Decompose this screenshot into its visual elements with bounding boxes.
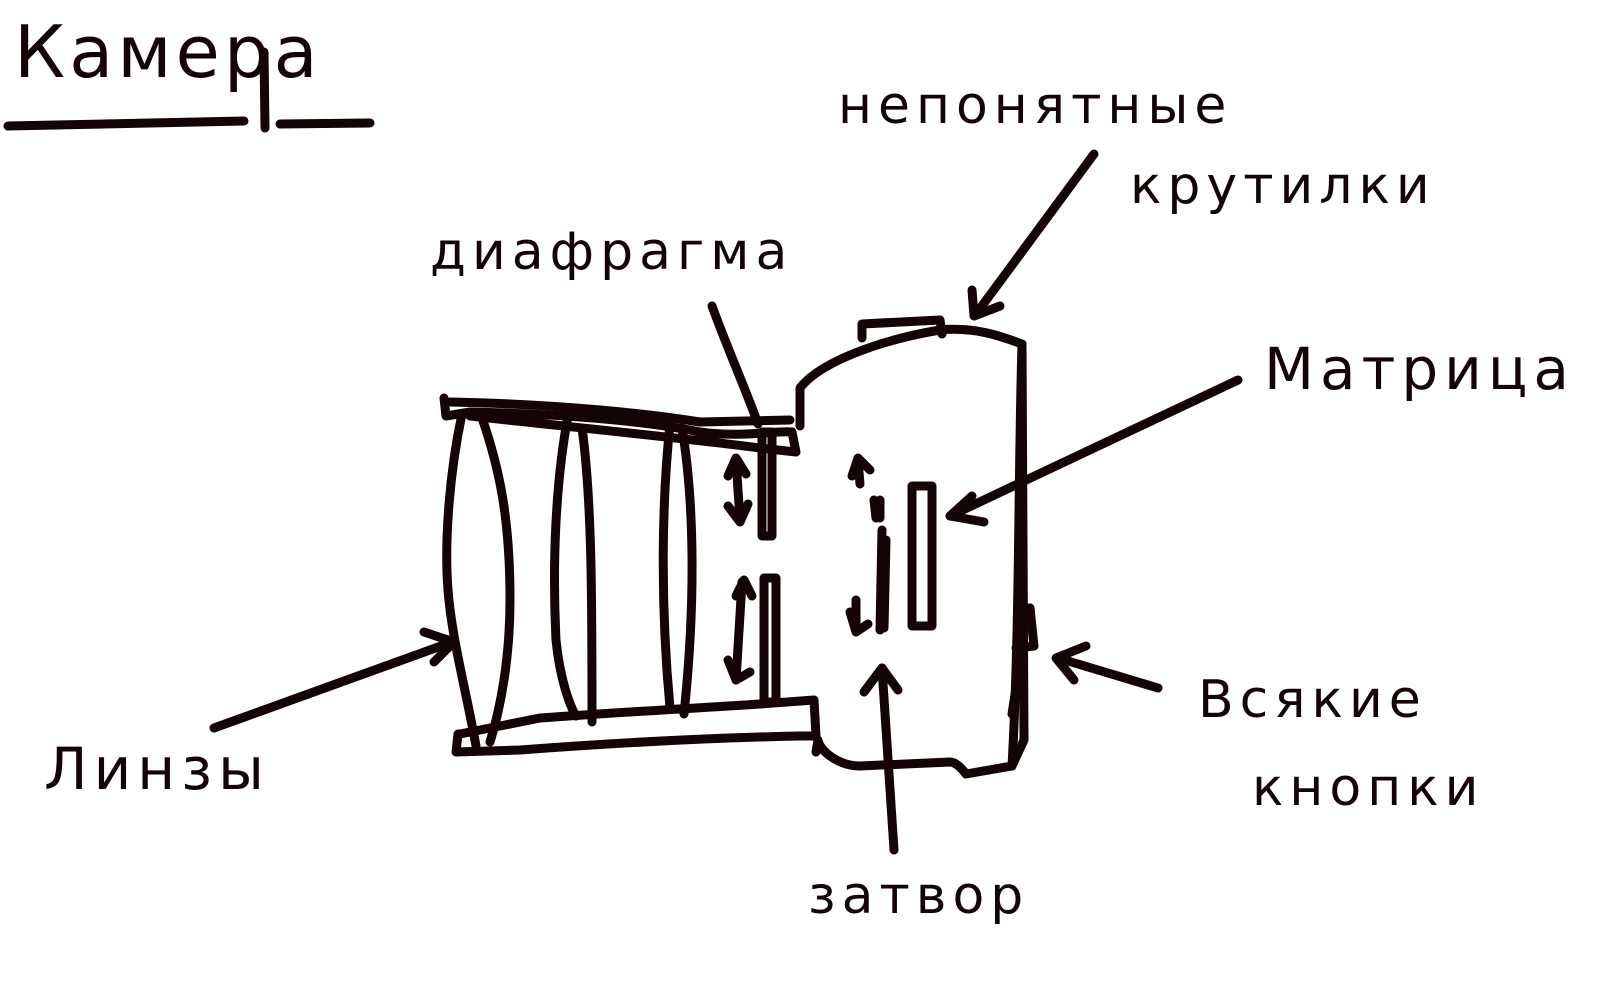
label-buttons-line1: Всякие	[1198, 670, 1427, 730]
shutter-curtain	[845, 453, 891, 637]
label-buttons-line2: кнопки	[1252, 758, 1485, 818]
label-shutter: затвор	[808, 866, 1030, 926]
arrow-dials	[967, 149, 1099, 321]
label-aperture: диафрагма	[430, 222, 794, 282]
title-underline	[3, 47, 375, 133]
label-dials-line1: непонятные	[838, 76, 1233, 136]
side-buttons	[1007, 603, 1039, 719]
arrow-buttons	[1051, 641, 1163, 693]
aperture-blades	[723, 427, 781, 707]
label-lenses: Линзы	[44, 735, 270, 803]
arrow-sensor	[945, 375, 1243, 527]
leader-aperture	[707, 301, 763, 429]
arrow-lenses	[209, 627, 459, 733]
top-dial	[857, 315, 947, 343]
diagram-title: Камера	[14, 10, 322, 94]
lens-elements	[442, 409, 697, 751]
arrow-shutter	[859, 663, 903, 855]
image-sensor	[907, 481, 937, 631]
label-sensor: Матрица	[1264, 335, 1575, 403]
label-dials-line2: крутилки	[1130, 156, 1436, 216]
